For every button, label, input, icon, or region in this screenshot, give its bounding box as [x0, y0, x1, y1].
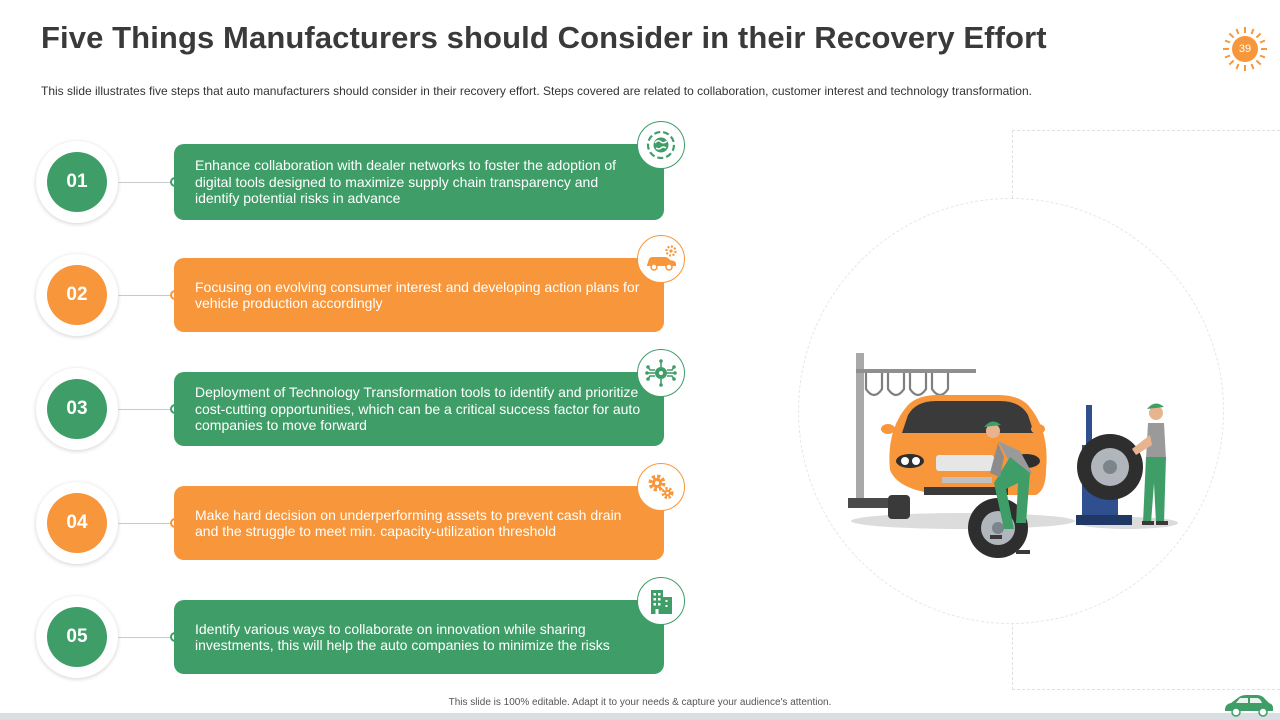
step-text-box: Make hard decision on underperforming as…	[174, 486, 664, 560]
car-service-illustration	[848, 353, 1178, 558]
step-text: Focusing on evolving consumer interest a…	[195, 278, 640, 312]
step-number-ring: 01	[36, 141, 118, 223]
slide-title: Five Things Manufacturers should Conside…	[41, 20, 1047, 55]
connector-line	[118, 295, 176, 296]
connector-line	[118, 182, 176, 183]
step-item-04: 04 Make hard decision on underperforming…	[0, 463, 700, 576]
sun-icon	[1223, 27, 1267, 71]
step-number-ring: 02	[36, 254, 118, 336]
globe-network-icon	[637, 121, 685, 169]
step-number-ring: 04	[36, 482, 118, 564]
step-text-box: Deployment of Technology Transformation …	[174, 372, 664, 446]
step-number-ring: 03	[36, 368, 118, 450]
page-number: 39	[1238, 43, 1252, 55]
step-text: Make hard decision on underperforming as…	[195, 506, 622, 540]
step-text-box: Identify various ways to collaborate on …	[174, 600, 664, 674]
step-number: 03	[47, 379, 107, 439]
step-number-ring: 05	[36, 596, 118, 678]
step-item-01: 01 Enhance collaboration with dealer net…	[0, 121, 700, 234]
step-item-03: 03 Deployment of Technology Transformati…	[0, 349, 700, 462]
step-number: 04	[47, 493, 107, 553]
step-text: Deployment of Technology Transformation …	[195, 384, 641, 434]
step-number: 05	[47, 607, 107, 667]
car-gear-icon	[637, 235, 685, 283]
gears-icon	[637, 463, 685, 511]
step-text-box: Enhance collaboration with dealer networ…	[174, 144, 664, 220]
connector-line	[118, 523, 176, 524]
step-text: Identify various ways to collaborate on …	[195, 620, 610, 654]
step-text-box: Focusing on evolving consumer interest a…	[174, 258, 664, 332]
connector-line	[118, 637, 176, 638]
step-item-05: 05 Identify various ways to collaborate …	[0, 577, 700, 690]
footer-note: This slide is 100% editable. Adapt it to…	[448, 697, 832, 708]
step-text: Enhance collaboration with dealer networ…	[195, 157, 617, 207]
bottom-bar	[0, 713, 1280, 720]
circuit-brain-icon	[637, 349, 685, 397]
car-logo-icon	[1225, 695, 1273, 717]
step-item-02: 02 Focusing on evolving consumer interes…	[0, 235, 700, 348]
connector-line	[118, 409, 176, 410]
page-number-badge: 39	[1222, 26, 1268, 72]
step-number: 02	[47, 265, 107, 325]
slide-description: This slide illustrates five steps that a…	[41, 84, 1032, 98]
step-number: 01	[47, 152, 107, 212]
building-icon	[637, 577, 685, 625]
